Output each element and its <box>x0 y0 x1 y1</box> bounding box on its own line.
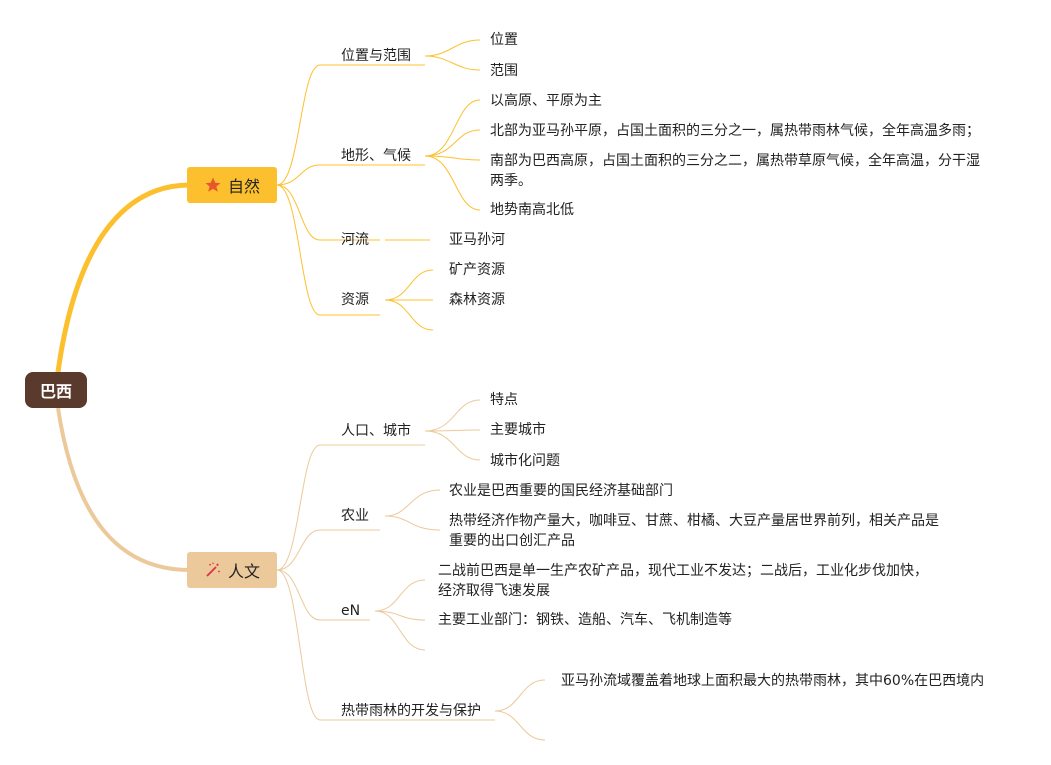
topic-industry[interactable]: eN <box>341 603 361 619</box>
leaf-amazon-river[interactable]: 亚马孙河 <box>449 232 505 248</box>
root-node[interactable]: 巴西 <box>25 372 87 408</box>
leaf-terrain-south[interactable]: 南部为巴西高原，占国土面积的三分之二，属热带草原气候，全年高温，分干湿两季。 <box>490 153 980 189</box>
leaf-forest-resources[interactable]: 森林资源 <box>449 292 505 308</box>
leaf-mineral-resources[interactable]: 矿产资源 <box>449 262 505 278</box>
branch-human-label: 人文 <box>227 562 260 581</box>
connectors-natural <box>276 39 481 331</box>
leaf-urbanization-issues[interactable]: 城市化问题 <box>490 453 560 469</box>
branch-human[interactable]: 人文 <box>187 552 277 588</box>
connectors-human <box>276 399 546 741</box>
leaf-location-position[interactable]: 位置 <box>490 32 518 48</box>
magic-wand-icon <box>206 562 220 577</box>
star-icon <box>205 177 221 192</box>
topic-terrain-climate[interactable]: 地形、气候 <box>341 148 411 164</box>
leaf-terrain-main[interactable]: 以高原、平原为主 <box>490 93 602 109</box>
connector-root-natural <box>55 182 191 373</box>
leaf-industrial-history[interactable]: 二战前巴西是单一生产农矿产品，现代工业不发达；二战后，工业化步伐加快，经济取得飞… <box>438 563 928 599</box>
leaf-amazon-rainforest[interactable]: 亚马孙流域覆盖着地球上面积最大的热带雨林，其中60%在巴西境内 <box>561 673 985 689</box>
topic-rainforest[interactable]: 热带雨林的开发与保护 <box>341 703 481 719</box>
topic-location[interactable]: 位置与范围 <box>341 48 411 64</box>
branch-natural-label: 自然 <box>227 177 260 196</box>
topic-agriculture[interactable]: 农业 <box>341 508 369 524</box>
leaf-cash-crops[interactable]: 热带经济作物产量大，咖啡豆、甘蔗、柑橘、大豆产量居世界前列，相关产品是重要的出口… <box>449 513 939 549</box>
connector-root-human <box>56 407 191 572</box>
topic-rivers[interactable]: 河流 <box>341 232 369 248</box>
topic-population-cities[interactable]: 人口、城市 <box>341 423 411 439</box>
leaf-main-cities[interactable]: 主要城市 <box>490 422 546 438</box>
leaf-characteristics[interactable]: 特点 <box>490 392 518 408</box>
branch-natural[interactable]: 自然 <box>187 167 277 203</box>
leaf-main-industries[interactable]: 主要工业部门：钢铁、造船、汽车、飞机制造等 <box>438 612 732 628</box>
leaf-terrain-slope[interactable]: 地势南高北低 <box>490 202 574 218</box>
leaf-agriculture-basis[interactable]: 农业是巴西重要的国民经济基础部门 <box>449 483 673 499</box>
topic-resources[interactable]: 资源 <box>341 292 369 308</box>
leaf-terrain-north[interactable]: 北部为亚马孙平原，占国土面积的三分之一，属热带雨林气候，全年高温多雨； <box>490 123 980 139</box>
leaf-location-range[interactable]: 范围 <box>490 63 518 79</box>
